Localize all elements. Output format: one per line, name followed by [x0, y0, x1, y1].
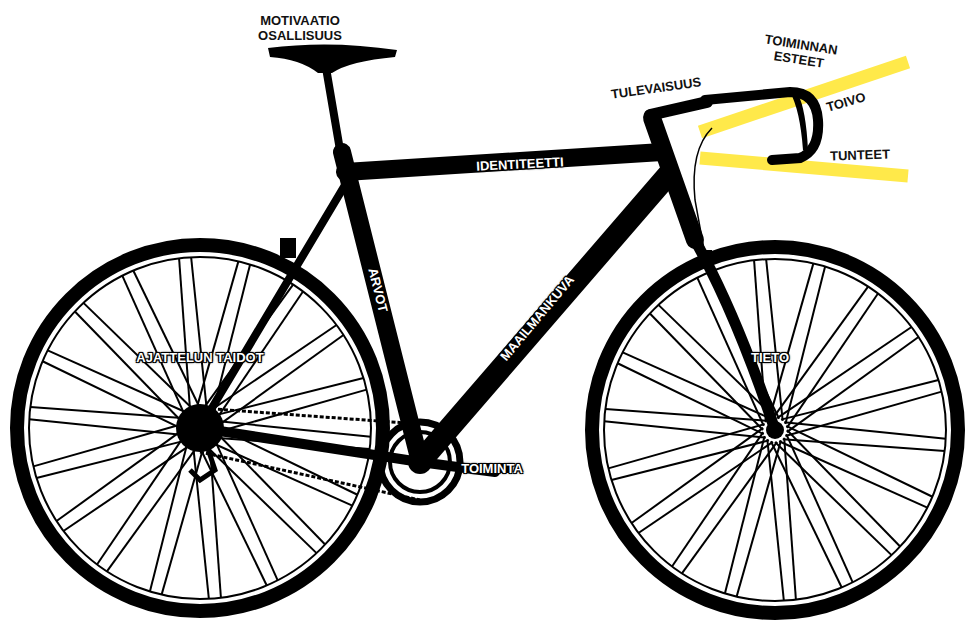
- brake-cable: [694, 128, 712, 255]
- spoke: [767, 439, 784, 601]
- part-label: AJATTELUN TAIDOT: [136, 350, 263, 365]
- spoke: [605, 409, 767, 421]
- down-tube: [420, 175, 668, 462]
- part-label: TOIMINTA: [461, 461, 523, 476]
- part-label: ARVOT: [365, 266, 391, 314]
- spoke: [30, 407, 192, 419]
- spoke: [97, 430, 188, 564]
- spoke: [43, 361, 189, 432]
- spoke: [179, 258, 191, 420]
- spoke: [786, 426, 932, 497]
- spoke: [192, 437, 209, 599]
- spoke: [608, 424, 764, 468]
- spoke: [783, 439, 945, 451]
- spoke: [133, 271, 204, 417]
- saddle: [268, 44, 397, 73]
- spoke: [682, 442, 777, 574]
- spoke: [771, 441, 842, 587]
- spoke: [196, 439, 267, 585]
- fork: [692, 235, 775, 430]
- part-label: TULEVAISUUS: [610, 74, 702, 101]
- front-hub: [766, 421, 784, 439]
- part-label: MOTIVAATIO OSALLISUUS: [250, 13, 350, 43]
- part-label: TOIMINNAN ESTEET: [756, 31, 845, 74]
- part-label: MAAILMANKUVA: [497, 272, 577, 363]
- part-label: TOIVO: [825, 89, 868, 115]
- front-brake: [700, 250, 712, 268]
- spoke-group: [29, 257, 946, 601]
- spoke: [784, 438, 796, 600]
- spoke: [781, 380, 939, 420]
- spoke: [672, 432, 763, 566]
- spoke: [775, 442, 892, 555]
- seat-tube: [342, 152, 420, 462]
- brake-lever: [790, 92, 808, 150]
- part-label: TIETO: [751, 350, 789, 365]
- spoke: [779, 441, 927, 507]
- front-tire: [592, 247, 958, 613]
- stem: [650, 102, 707, 115]
- seat-post: [325, 62, 340, 150]
- handlebar: [705, 92, 818, 160]
- head-tube: [652, 118, 695, 240]
- spoke: [33, 422, 189, 466]
- spoke: [618, 363, 764, 434]
- spoke: [787, 293, 878, 427]
- seat-stay: [200, 180, 348, 428]
- front-rim: [604, 259, 946, 601]
- part-label: IDENTITEETTI: [476, 154, 564, 174]
- spoke: [191, 257, 208, 419]
- spoke: [107, 440, 202, 572]
- part-label: TUNTEET: [830, 146, 890, 163]
- chain-top: [200, 408, 420, 424]
- rear-derailleur: [190, 440, 215, 480]
- rear-brake: [280, 238, 296, 258]
